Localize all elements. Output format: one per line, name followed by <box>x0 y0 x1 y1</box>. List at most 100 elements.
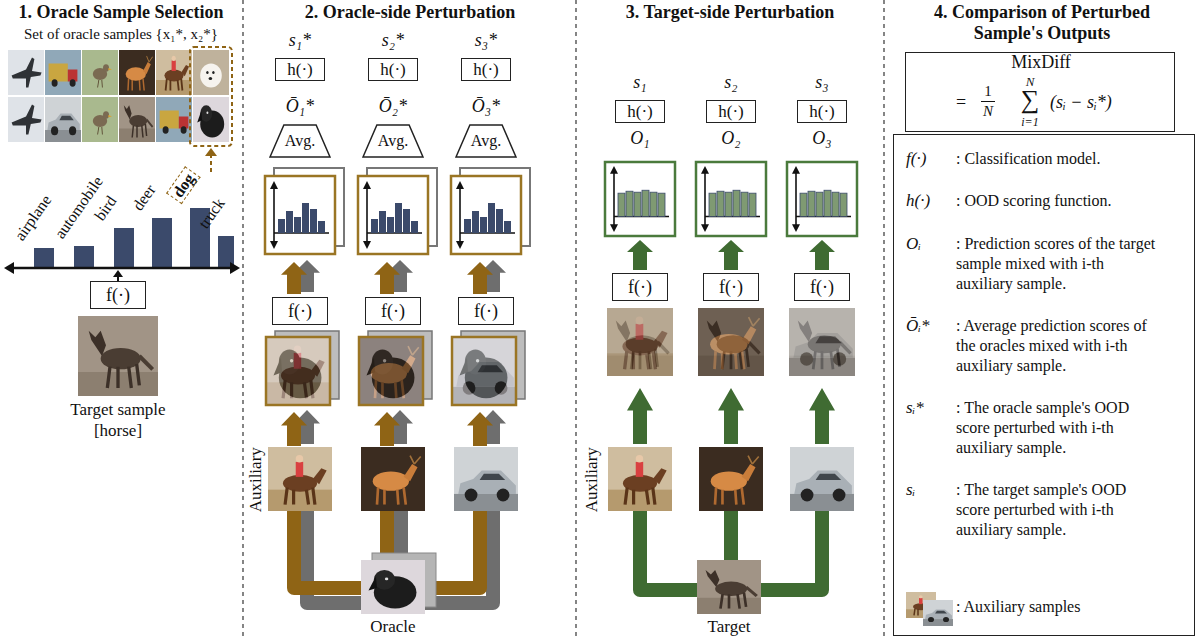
definition-row: Ōᵢ*: Average prediction scores of the or… <box>906 316 1184 376</box>
formula-box: MixDiff=1NN∑i=1(sᵢ − sᵢ*) <box>905 52 1175 132</box>
label-wrap: Auxiliary <box>246 447 266 512</box>
box-text: f(·) <box>474 301 498 322</box>
definition-text: : Average prediction scores of the oracl… <box>956 316 1161 376</box>
definition-text: : The oracle sample's OOD score perturbe… <box>956 398 1161 458</box>
label-wrap: O₁ <box>630 128 649 149</box>
box-text: h(·) <box>287 60 312 80</box>
score-label: s₂ <box>724 72 737 92</box>
prediction-label: Ō₃* <box>472 96 500 116</box>
label-wrap: 4. Comparison of Perturbed Sample's Outp… <box>907 2 1177 43</box>
label-wrap: s₁* <box>289 30 311 51</box>
label-wrap: Target sample <box>70 400 165 420</box>
panel-title: 4. Comparison of Perturbed Sample's Outp… <box>934 2 1150 43</box>
class-label: dog <box>166 166 200 204</box>
label-wrap: O₃ <box>812 128 831 149</box>
formula-text: i=1 <box>1021 116 1038 129</box>
definition-symbol: h(·) <box>906 191 956 211</box>
avg-trapezoid: Avg. <box>455 124 517 158</box>
box-text: h(·) <box>627 102 652 122</box>
h-box: h(·) <box>706 100 756 123</box>
h-box: h(·) <box>797 100 847 123</box>
auxiliary-icon <box>906 592 953 626</box>
class-label: deer <box>129 181 159 213</box>
definition-row: sᵢ: The target sample's OOD score pertur… <box>906 480 1184 540</box>
label-wrap: Target <box>708 617 751 637</box>
box-text: h(·) <box>809 102 834 122</box>
h-box: h(·) <box>368 58 418 81</box>
formula-text: 1 <box>984 83 992 100</box>
box-text: Avg. <box>471 132 501 150</box>
panel-title: 3. Target-side Perturbation <box>626 2 835 22</box>
definition-box: f(·): Classification model. h(·): OOD sco… <box>893 134 1195 636</box>
prediction-label: O₁ <box>630 128 649 148</box>
definition-text: : Prediction scores of the target sample… <box>956 234 1161 294</box>
definition-text: : OOD scoring function. <box>956 191 1161 211</box>
definition-symbol: Ōᵢ* <box>906 316 956 336</box>
box-text: Avg. <box>378 132 408 150</box>
label-wrap: deer <box>129 181 160 214</box>
box-text: Avg. <box>285 132 315 150</box>
f-box: f(·) <box>458 297 514 325</box>
formula-text: ∑ <box>1021 86 1040 115</box>
score-label: s₁ <box>633 72 646 92</box>
box-text: h(·) <box>718 102 743 122</box>
caption-text: Target sample <box>70 400 165 419</box>
label-wrap: s₂ <box>724 72 737 93</box>
h-box: h(·) <box>275 58 325 81</box>
side-label: Auxiliary <box>246 447 265 512</box>
definition-row: Oᵢ: Prediction scores of the target samp… <box>906 234 1184 294</box>
box-text: f(·) <box>810 277 834 298</box>
box-text: h(·) <box>380 60 405 80</box>
label-wrap: dog <box>167 166 201 204</box>
caption-text: Target <box>708 617 751 636</box>
definition-text: : Classification model. <box>956 149 1161 169</box>
label-wrap: Ō₃* <box>472 96 500 117</box>
label-wrap: O₂ <box>721 128 740 149</box>
score-label: s₃ <box>815 72 828 92</box>
avg-trapezoid: Avg. <box>362 124 424 158</box>
label-wrap: 3. Target-side Perturbation <box>626 2 835 23</box>
box-text: f(·) <box>381 301 405 322</box>
definition-symbol: sᵢ <box>906 480 956 500</box>
avg-trapezoid: Avg. <box>269 124 331 158</box>
label-wrap: s₃* <box>475 30 497 51</box>
label-wrap: 2. Oracle-side Perturbation <box>305 2 515 23</box>
definition-symbol: Oᵢ <box>906 234 956 254</box>
prediction-label: Ō₂* <box>379 96 407 116</box>
subtitle: Set of oracle samples {x₁*, x₂*} <box>24 26 218 42</box>
definition-symbol: f(·) <box>906 149 956 169</box>
definition-text: : The target sample's OOD score perturbe… <box>956 480 1161 540</box>
definition-row: sᵢ*: The oracle sample's OOD score pertu… <box>906 398 1184 458</box>
formula-text: N <box>983 103 993 120</box>
box-text: f(·) <box>628 277 652 298</box>
formula-text: (sᵢ − sᵢ*) <box>1050 93 1112 113</box>
label-wrap: s₁ <box>633 72 646 93</box>
label-wrap: 1. Oracle Sample Selection <box>19 2 224 23</box>
label-wrap: Set of oracle samples {x₁*, x₂*} <box>24 26 218 43</box>
label-wrap: [horse] <box>94 421 142 441</box>
formula-text: = <box>956 93 966 113</box>
box-text: h(·) <box>473 60 498 80</box>
f-box: f(·) <box>90 281 146 309</box>
f-box: f(·) <box>612 273 668 301</box>
score-label: s₁* <box>289 30 311 50</box>
box-text: f(·) <box>719 277 743 298</box>
f-box: f(·) <box>365 297 421 325</box>
h-box: h(·) <box>615 100 665 123</box>
h-box: h(·) <box>461 58 511 81</box>
caption-text: Oracle <box>370 617 415 636</box>
label-wrap: s₂* <box>382 30 404 51</box>
label-wrap: Ō₁* <box>286 96 314 117</box>
definition-symbol: sᵢ* <box>906 398 956 418</box>
score-label: s₂* <box>382 30 404 50</box>
panel-title: 1. Oracle Sample Selection <box>19 2 224 22</box>
side-label: Auxiliary <box>582 447 601 512</box>
label-wrap: Oracle <box>370 617 415 637</box>
definition-row: : Auxiliary samples <box>906 589 1184 625</box>
box-text: f(·) <box>106 285 130 306</box>
formula-text: MixDiff <box>1011 53 1071 73</box>
box-text: f(·) <box>288 301 312 322</box>
definition-row: h(·): OOD scoring function. <box>906 191 1184 211</box>
f-box: f(·) <box>794 273 850 301</box>
